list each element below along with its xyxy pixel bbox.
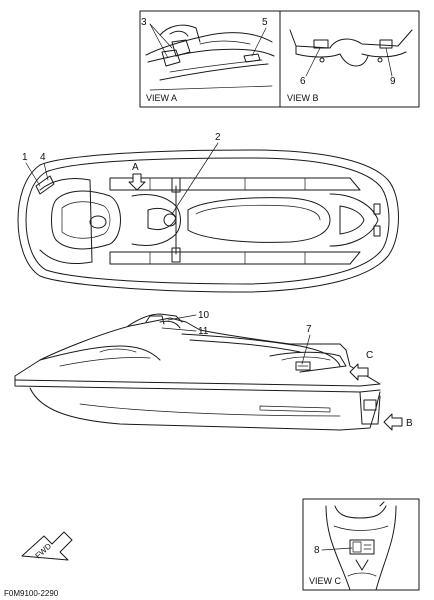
- top-view-callouts: 1 4 2 A: [22, 132, 221, 215]
- callout-4: 4: [40, 152, 46, 163]
- view-b-caption: VIEW B: [287, 93, 319, 103]
- inset-panel-view-c: [302, 498, 420, 591]
- top-view-hull: [17, 149, 399, 293]
- view-arrow-c-label: C: [366, 350, 373, 361]
- view-a-caption: VIEW A: [146, 93, 177, 103]
- view-a-callouts: 3 5 VIEW A: [141, 17, 268, 103]
- view-a-drawing: [145, 24, 275, 91]
- callout-5: 5: [262, 17, 268, 28]
- callout-9: 9: [390, 76, 396, 87]
- callout-11: 11: [198, 326, 209, 337]
- view-arrow-a: [128, 173, 146, 191]
- view-arrow-c: [349, 363, 369, 381]
- callout-2: 2: [215, 132, 221, 143]
- fwd-arrow: FWD: [21, 531, 73, 561]
- side-view-callouts: 10 11 7 C B: [161, 310, 413, 431]
- view-arrow-a-label: A: [132, 162, 139, 173]
- callout-6: 6: [300, 76, 306, 87]
- view-arrow-b: [383, 413, 403, 431]
- callout-1: 1: [22, 152, 28, 163]
- view-c-caption: VIEW C: [309, 576, 342, 586]
- callout-7: 7: [306, 324, 312, 335]
- view-b-drawing: [289, 29, 413, 67]
- view-b-callouts: 6 9 VIEW B: [287, 47, 396, 103]
- inset-panel-top: [139, 10, 420, 108]
- callout-10: 10: [198, 310, 210, 321]
- view-arrow-b-label: B: [406, 418, 413, 429]
- view-c-callouts: 8 VIEW C: [309, 545, 353, 586]
- side-view-hull: [14, 313, 381, 431]
- callout-3: 3: [141, 17, 147, 28]
- figure-code: F0M9100-2290: [4, 589, 59, 598]
- callout-8: 8: [314, 545, 320, 556]
